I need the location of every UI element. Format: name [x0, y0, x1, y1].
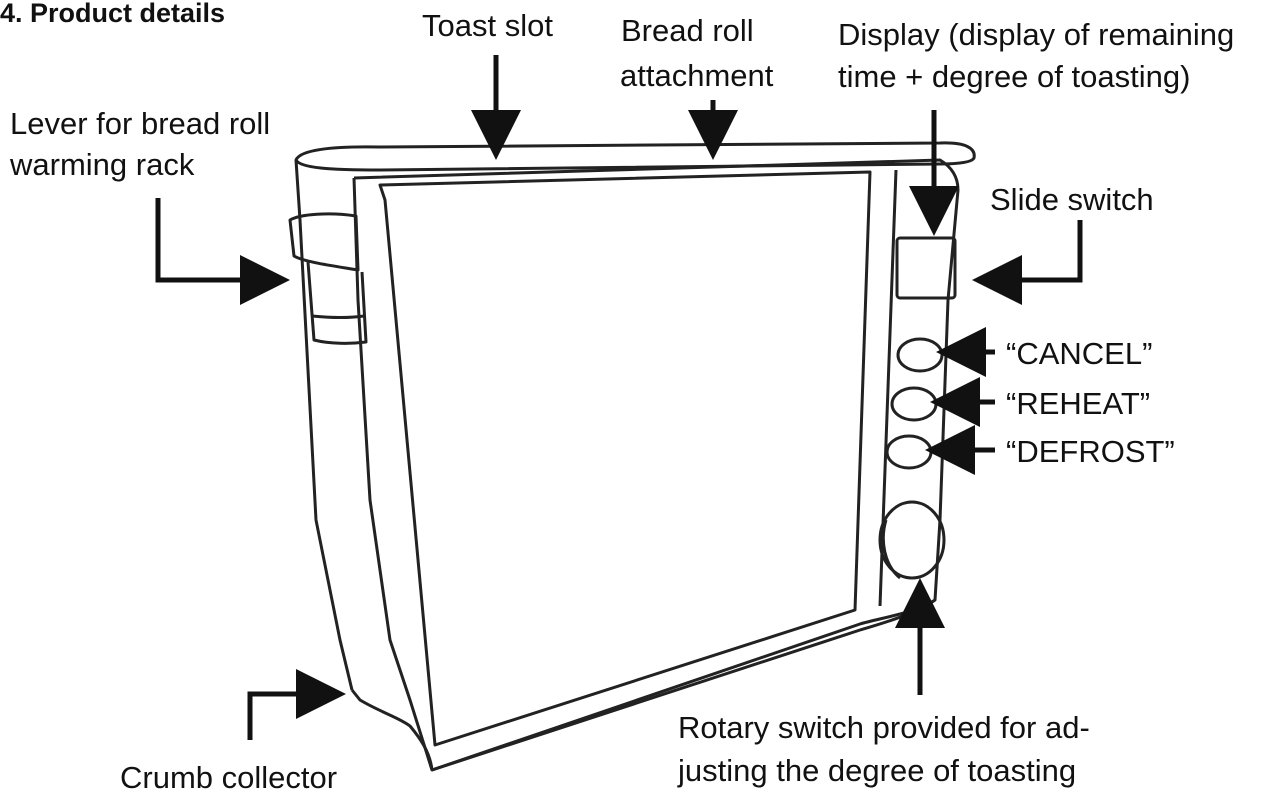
- bread-roll-attachment-label-line1: Bread roll: [621, 13, 754, 48]
- reheat-button-shape: [890, 386, 938, 422]
- crumb-collector-label: Crumb collector: [120, 760, 338, 795]
- rotary-switch-label-line1: Rotary switch provided for ad-: [678, 710, 1090, 745]
- crumb-collector-arrow: [247, 669, 346, 740]
- toast-slot-label: Toast slot: [422, 8, 553, 43]
- callout-arrows: [155, 55, 1083, 740]
- defrost-button-shape: [885, 434, 933, 470]
- display-label-line1: Display (display of remaining: [838, 17, 1235, 52]
- toaster-body: [288, 141, 976, 772]
- display-label-line2: time + degree of toasting): [838, 59, 1191, 94]
- cancel-button-shape: [896, 337, 944, 373]
- bread-roll-attachment-label-line2: attachment: [620, 58, 774, 93]
- rotary-switch-label-line2: justing the degree of toasting: [678, 753, 1077, 788]
- slide-switch-label: Slide switch: [990, 182, 1154, 217]
- defrost-label: “DEFROST”: [1006, 434, 1175, 469]
- cancel-label: “CANCEL”: [1006, 336, 1153, 371]
- lever-label-line2: warming rack: [10, 147, 195, 182]
- lever-label-line1: Lever for bread roll: [10, 106, 271, 141]
- reheat-label: “REHEAT”: [1006, 386, 1151, 421]
- slide-switch-arrow: [972, 220, 1083, 305]
- lever-arrow: [155, 198, 290, 305]
- page-title: 4. Product details: [0, 0, 226, 28]
